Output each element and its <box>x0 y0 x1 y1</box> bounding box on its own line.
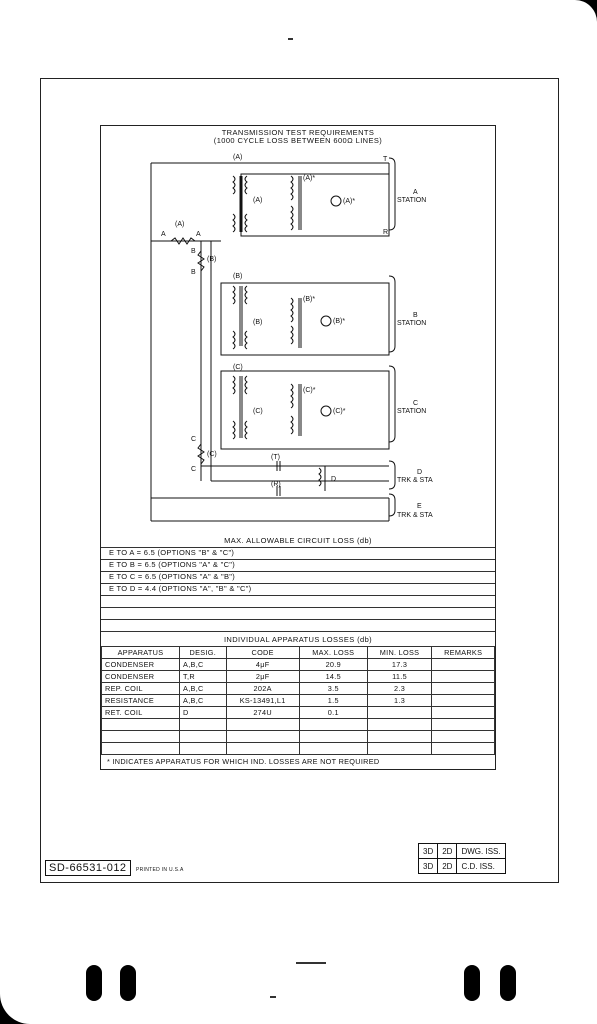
label-c-lamp: (C)* <box>333 408 346 415</box>
terminal-r: R <box>383 229 388 236</box>
label-b-lamp: (B)* <box>333 318 345 325</box>
station-c-label: STATION <box>397 408 426 415</box>
drawing-subtitle: (1000 CYCLE LOSS BETWEEN 600Ω LINES) <box>213 136 383 145</box>
trk-e-label: TRK & STA <box>397 512 433 519</box>
station-b-letter: B <box>413 312 418 319</box>
label-b-cap: (B) <box>253 319 262 326</box>
scan-mark <box>270 996 276 998</box>
table-row: 3D 2D C.D. ISS. <box>417 858 506 874</box>
station-c-letter: C <box>413 400 418 407</box>
drawing-title: TRANSMISSION TEST REQUIREMENTS <box>221 128 375 137</box>
node-c1: C <box>191 436 196 443</box>
max-loss-row: E TO B = 6.5 (OPTIONS "A" & "C") <box>101 559 495 572</box>
label-b-star: (B)* <box>303 296 315 303</box>
scan-mark <box>288 38 293 40</box>
label-a-star: (A)* <box>303 175 315 182</box>
punch-hole <box>500 965 516 1001</box>
punch-hole <box>86 965 102 1001</box>
punch-hole <box>120 965 136 1001</box>
label-a-cap: (A) <box>253 197 262 204</box>
table-row: 3D 2D DWG. ISS. <box>417 843 506 859</box>
node-a2: A <box>196 231 201 238</box>
punch-hole <box>464 965 480 1001</box>
schematic-diagram: (A) (B) (C) (A) (B) (C) (A)* (B)* (C)* (… <box>150 154 433 522</box>
label-c-top: (C) <box>233 364 243 371</box>
drawing-area: TRANSMISSION TEST REQUIREMENTS (1000 CYC… <box>100 125 496 770</box>
label-a-lamp: (A)* <box>343 198 355 205</box>
terminal-t: T <box>383 156 388 163</box>
apparatus-table: APPARATUS DESIG. CODE MAX. LOSS MIN. LOS… <box>100 646 495 755</box>
trk-d-label: TRK & STA <box>397 477 433 484</box>
res-c-label: (C) <box>207 451 217 458</box>
border-frame <box>40 78 559 883</box>
node-a1: A <box>161 231 166 238</box>
max-loss-row: E TO C = 6.5 (OPTIONS "A" & "B") <box>101 571 495 584</box>
printed-in-usa: PRINTED IN U.S.A <box>136 867 184 873</box>
node-b1: B <box>191 248 196 255</box>
drawing-number: SD-66531-012 <box>45 860 131 876</box>
label-b-top: (B) <box>233 273 242 280</box>
label-c-cap: (C) <box>253 408 263 415</box>
scan-mark <box>296 962 326 964</box>
station-b-label: STATION <box>397 320 426 327</box>
apparatus-header: INDIVIDUAL APPARATUS LOSSES (db) <box>223 635 373 644</box>
issue-table: 3D 2D DWG. ISS. 3D 2D C.D. ISS. <box>417 843 506 874</box>
label-c-star: (C)* <box>303 387 316 394</box>
footnote: * INDICATES APPARATUS FOR WHICH IND. LOS… <box>107 757 380 766</box>
coil-d-label: D <box>331 476 336 483</box>
trk-e-letter: E <box>417 503 422 510</box>
trk-d-letter: D <box>417 469 422 476</box>
max-loss-row: E TO A = 6.5 (OPTIONS "B" & "C") <box>101 547 495 560</box>
res-a-label: (A) <box>175 221 184 228</box>
max-loss-header: MAX. ALLOWABLE CIRCUIT LOSS (db) <box>224 536 372 545</box>
cap-r-label: (R) <box>271 481 281 488</box>
table-header-row: APPARATUS DESIG. CODE MAX. LOSS MIN. LOS… <box>100 646 495 659</box>
station-a-label: STATION <box>397 197 426 204</box>
label-a-top: (A) <box>233 154 242 161</box>
max-loss-row: E TO D = 4.4 (OPTIONS "A", "B" & "C") <box>101 583 495 596</box>
cap-t-label: (T) <box>271 454 280 461</box>
station-a-letter: A <box>413 189 418 196</box>
res-b-label: (B) <box>207 256 216 263</box>
node-c2: C <box>191 466 196 473</box>
node-b2: B <box>191 269 196 276</box>
